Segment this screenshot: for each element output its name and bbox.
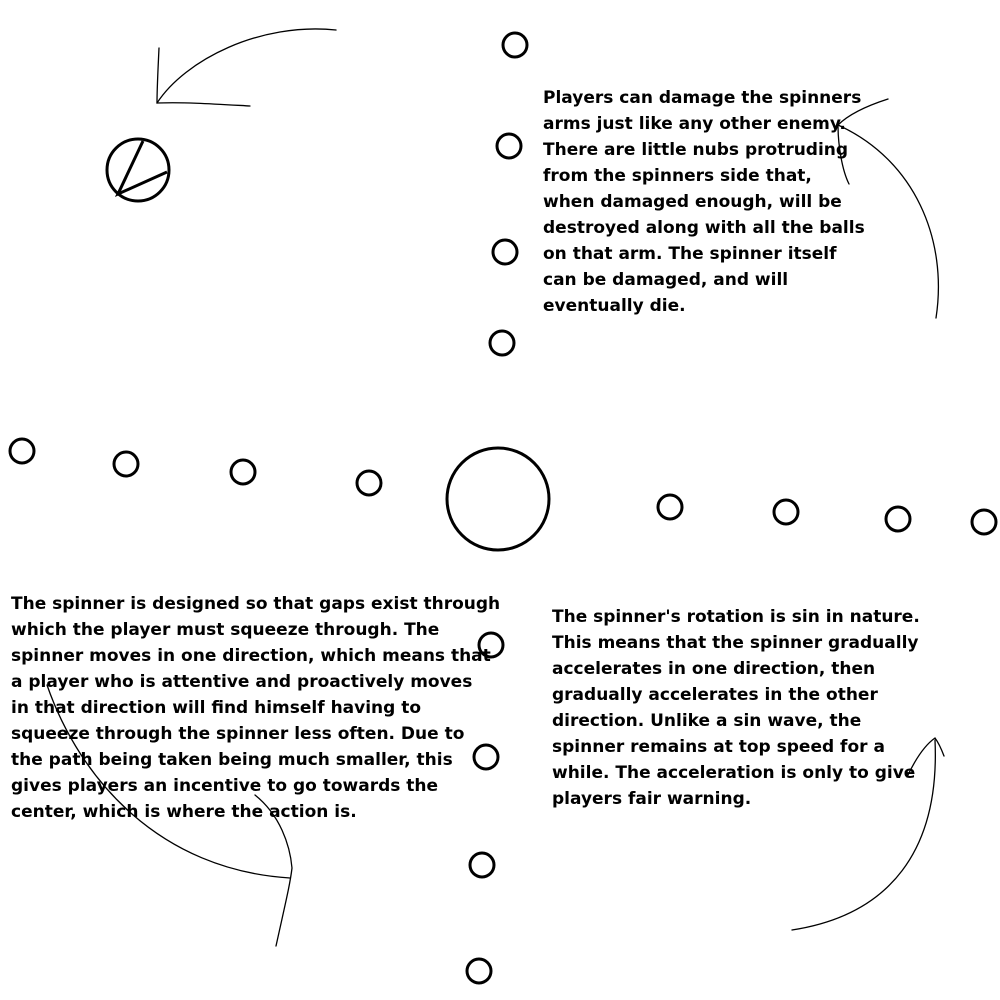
- player-character: [105, 137, 171, 203]
- note-damage: Players can damage the spinners arms jus…: [543, 88, 865, 316]
- arm-ball-top-4: [501, 31, 529, 59]
- arm-ball-top-3: [495, 132, 523, 160]
- spinner-hub: [445, 446, 551, 552]
- arm-ball-left-2: [229, 458, 257, 486]
- arm-ball-right-2: [772, 498, 800, 526]
- rotation-arrow-top-right: [837, 98, 940, 319]
- arm-ball-bottom-3: [468, 851, 496, 879]
- arm-ball-left-1: [355, 469, 383, 497]
- arm-ball-left-4: [8, 437, 36, 465]
- rotation-arrow-top-left: [156, 28, 337, 107]
- arm-ball-top-2: [491, 238, 519, 266]
- arm-ball-bottom-1: [477, 631, 505, 659]
- note-gaps: The spinner is designed so that gaps exi…: [11, 594, 501, 822]
- rotation-arrow-bottom-left: [46, 684, 293, 947]
- arm-ball-top-1: [488, 329, 516, 357]
- arm-ball-right-3: [884, 505, 912, 533]
- arm-ball-left-3: [112, 450, 140, 478]
- arm-ball-bottom-2: [472, 743, 500, 771]
- note-rotation: The spinner's rotation is sin in nature.…: [552, 607, 920, 809]
- rotation-arrow-bottom-right: [791, 737, 945, 931]
- arm-ball-right-4: [970, 508, 998, 536]
- arm-ball-bottom-4: [465, 957, 493, 985]
- arm-ball-right-1: [656, 493, 684, 521]
